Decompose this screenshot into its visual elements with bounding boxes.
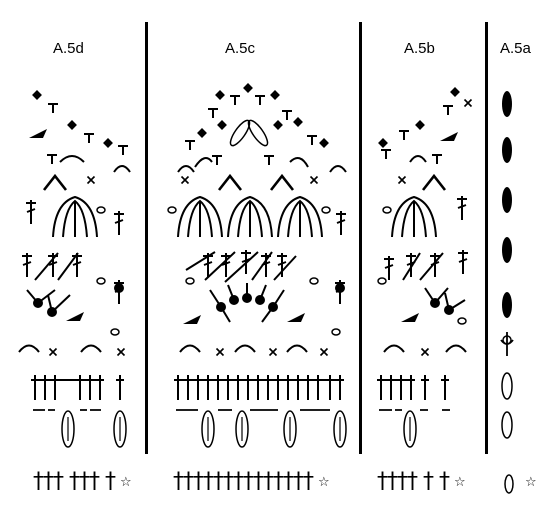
chart-title-a5b: A.5b (404, 40, 435, 57)
chart-title-a5d: A.5d (53, 40, 84, 57)
divider-line (145, 22, 148, 454)
section-a5d-symbols (18, 90, 131, 448)
section-a5c-symbols (167, 83, 347, 448)
section-a5a-base-row: ☆ (520, 471, 537, 493)
base-trebles: †††† † † (377, 469, 450, 494)
base-trebles: †††††††††††††† (173, 469, 314, 494)
section-a5c-base-row: †††††††††††††† ☆ (173, 471, 330, 493)
star-icon: ☆ (454, 475, 466, 490)
star-icon: ☆ (120, 475, 132, 490)
divider-line (359, 22, 362, 454)
divider-line (485, 22, 488, 454)
section-a5a-symbols (500, 91, 514, 494)
section-a5d-base-row: ††† ††† † ☆ (33, 471, 132, 493)
chart-title-a5a: A.5a (500, 40, 531, 57)
section-a5b-symbols (377, 87, 473, 448)
section-a5b-base-row: †††† † † ☆ (377, 471, 466, 493)
chart-title-a5c: A.5c (225, 40, 256, 57)
star-icon: ☆ (318, 475, 330, 490)
base-trebles: ††† ††† † (33, 469, 116, 494)
star-icon: ☆ (525, 475, 537, 490)
